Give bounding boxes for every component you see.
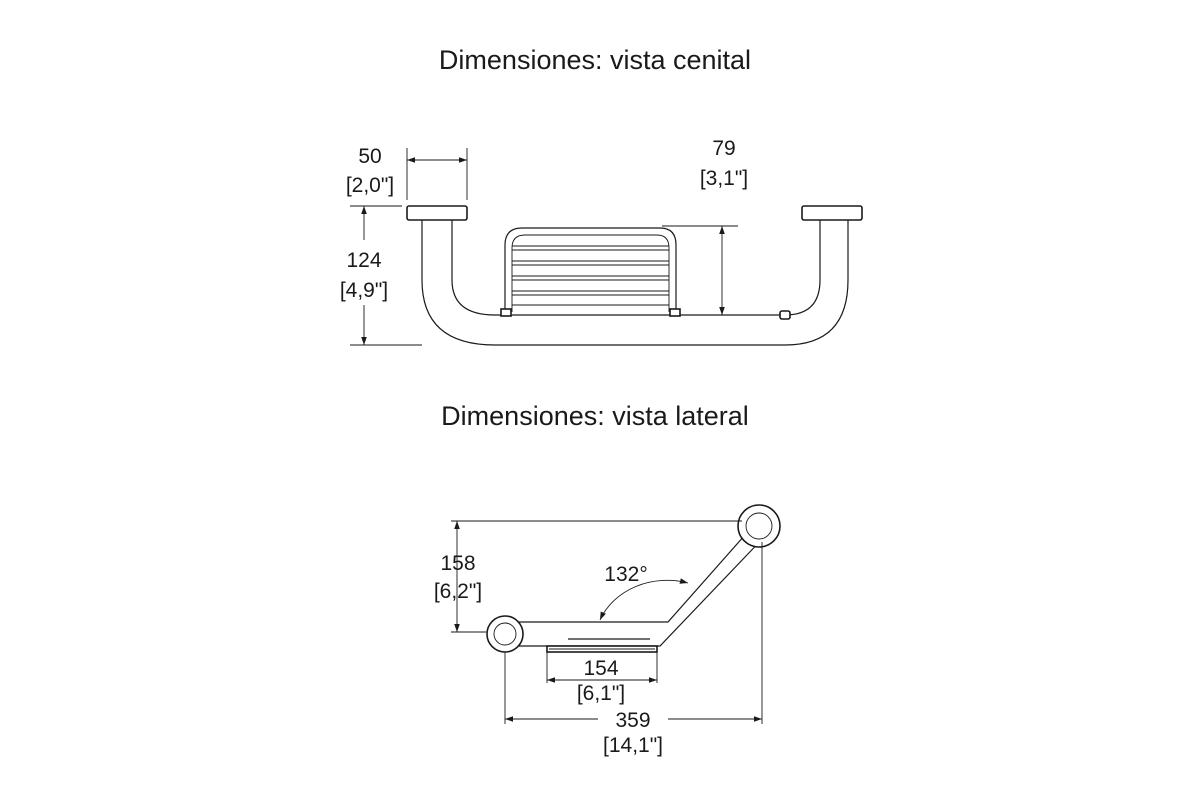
dim-height-side: 158 [6,2"] [434,520,742,633]
dim-height-mm: 158 [440,552,475,575]
dim-height-in: [6,2"] [434,580,482,603]
dim-width-top: 50 [2,0"] [346,145,468,200]
dim-shelf-top: 79 [3,1"] [662,137,780,316]
dim-total-length-mm: 359 [615,709,650,732]
right-end-flange [737,504,781,548]
dim-total-length-in: [14,1"] [603,734,663,757]
tube-upper-edge [516,534,746,623]
dim-depth-in: [4,9"] [340,279,388,302]
dim-shelf-in: [3,1"] [700,167,748,190]
left-flange [406,205,468,221]
dim-depth-mm: 124 [346,249,381,272]
dim-width-mm: 50 [358,145,381,168]
dim-angle-side: 132° [599,563,689,621]
side-view-bar [486,504,781,653]
tube-lower-edge [516,533,768,647]
top-view-bar [406,205,863,346]
dim-shelf-length-mm: 154 [583,657,618,680]
tube-outer-edge [421,220,849,346]
dim-depth-top: 124 [4,9"] [340,205,422,346]
tube-fitting [779,310,791,320]
left-end-flange [486,615,524,653]
dim-angle: 132° [604,563,647,586]
right-flange [801,205,863,221]
dim-shelf-mm: 79 [712,137,735,160]
dim-total-length-side: 359 [14,1"] [504,542,763,757]
tube-inner-edge [451,220,821,316]
dim-shelf-length-in: [6,1"] [577,682,625,705]
shelf-foot-left [500,308,512,317]
shelf-foot-right [669,308,681,317]
dim-width-in: [2,0"] [346,174,394,197]
dim-shelf-length-side: 154 [6,1"] [546,652,658,705]
top-view-shelf [500,227,681,317]
side-view-title: Dimensiones: vista lateral [441,401,749,431]
top-view-title: Dimensiones: vista cenital [439,45,751,75]
